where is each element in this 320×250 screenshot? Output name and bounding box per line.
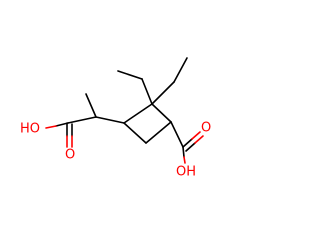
right-carbonyl-bond-a-o xyxy=(191,131,201,140)
right-carbonyl-bond-b xyxy=(185,142,196,152)
chain-bond-ring-to-ch xyxy=(95,116,125,124)
left-carbonyl-oxygen-label: O xyxy=(65,148,75,163)
ring-to-carboxyl-bond xyxy=(170,121,184,148)
left-hydroxyl-bond-o xyxy=(45,125,57,129)
right-carbonyl-bond-a xyxy=(182,138,193,148)
cyclobutane-ring xyxy=(123,103,172,144)
chain-bond-ch-to-carboxyl xyxy=(67,116,97,124)
propanoic-acid-chain xyxy=(45,93,125,148)
right-hydroxyl-label: OH xyxy=(176,165,196,180)
ring-bond-top xyxy=(123,103,153,124)
ethyl-left-bond-2 xyxy=(117,70,143,80)
right-hydroxyl-bond-o xyxy=(183,156,186,164)
ethyl-right-bond-1 xyxy=(151,81,175,105)
methyl-bond xyxy=(85,93,97,118)
molecule-structure: O HO O OH xyxy=(20,57,211,180)
ethyl-left-bond-1 xyxy=(141,78,153,105)
ring-carboxyl-group xyxy=(170,121,204,164)
left-hydroxyl-label: HO xyxy=(20,122,40,137)
ethyl-groups xyxy=(117,57,188,105)
right-carbonyl-bond-b-o xyxy=(194,135,204,144)
ethyl-right-bond-2 xyxy=(173,57,188,83)
ring-bond-right xyxy=(151,103,172,123)
right-hydroxyl-bond xyxy=(182,146,185,158)
right-carbonyl-oxygen-label: O xyxy=(201,121,211,136)
ring-bond-left xyxy=(123,122,147,144)
ring-bond-bottom xyxy=(145,121,172,144)
left-hydroxyl-bond xyxy=(55,122,69,127)
